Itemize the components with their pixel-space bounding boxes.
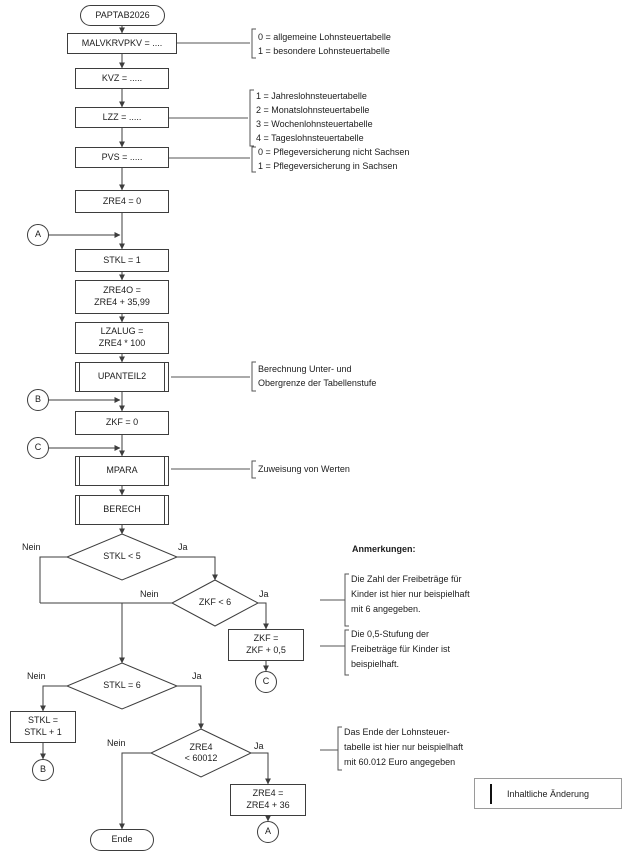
branch-label-no: Nein [107,738,126,748]
process-pvs: PVS = ..... [75,147,169,168]
legend-box: Inhaltliche Änderung [474,778,622,809]
annotation-line: 3 = Wochenlohnsteuertabelle [256,119,373,129]
predef-left-bar [79,457,80,485]
connector-b-in: B [27,389,49,411]
decision-stkl-eq-6-shape [65,662,179,710]
process-zkf-init: ZKF = 0 [75,411,169,435]
decision-zre4-lt-60012: ZRE4 < 60012 [184,741,218,763]
connector-c-in: C [27,437,49,459]
predef-right-bar [164,457,165,485]
annotation-line: 0 = allgemeine Lohnsteuertabelle [258,32,391,42]
notes-title: Anmerkungen: [352,544,416,554]
subroutine-upanteil2: UPANTEIL2 [75,362,169,392]
note-freibetraege-kinder: Die Zahl der Freibeträge für Kinder ist … [351,574,470,614]
start-terminator: PAPTAB2026 [80,5,165,26]
connector-a-in: A [27,224,49,246]
subroutine-berech: BERECH [75,495,169,525]
decision-diamonds [65,533,260,778]
branch-label-yes: Ja [192,671,202,681]
annotation-upanteil2: Berechnung Unter- und Obergrenze der Tab… [258,364,377,388]
branch-label-yes: Ja [254,741,264,751]
decision-stkl-lt-5-shape [65,533,179,581]
connector-b-out: B [32,759,54,781]
process-lzz: LZZ = ..... [75,107,169,128]
decision-stkl-lt-5: STKL < 5 [103,551,141,562]
annotation-mpara: Zuweisung von Werten [258,464,350,474]
decision-stkl-eq-6: STKL = 6 [103,680,141,691]
predef-left-bar [79,363,80,391]
predef-right-bar [164,363,165,391]
branch-label-no: Nein [140,589,159,599]
subroutine-mpara-label: MPARA [106,465,138,476]
process-zre4o: ZRE4O = ZRE4 + 35,99 [75,280,169,314]
branch-label-yes: Ja [178,542,188,552]
main-flow-lines [39,26,271,830]
process-lzalug: LZALUG = ZRE4 * 100 [75,322,169,354]
annotation-line: 1 = besondere Lohnsteuertabelle [258,46,390,56]
process-stkl-step: STKL = STKL + 1 [10,711,76,743]
annotation-line: 1 = Pflegeversicherung in Sachsen [258,161,398,171]
predef-right-bar [164,496,165,524]
annotation-line: 1 = Jahreslohnsteuertabelle [256,91,367,101]
decision-zre4-lt-60012-shape [149,728,253,778]
annotation-malvkrvpkv: 0 = allgemeine Lohnsteuertabelle 1 = bes… [258,30,391,58]
annotation-pvs: 0 = Pflegeversicherung nicht Sachsen 1 =… [258,145,409,173]
annotation-lzz: 1 = Jahreslohnsteuertabelle 2 = Monatslo… [256,89,373,145]
legend-label: Inhaltliche Änderung [506,788,590,799]
branch-label-no: Nein [22,542,41,552]
process-zkf-step: ZKF = ZKF + 0,5 [228,629,304,661]
process-kvz: KVZ = ..... [75,68,169,89]
process-zre4-step: ZRE4 = ZRE4 + 36 [230,784,306,816]
branch-label-no: Nein [27,671,46,681]
change-marker-bar [490,784,492,804]
subroutine-upanteil2-label: UPANTEIL2 [97,371,147,382]
annotation-line: 0 = Pflegeversicherung nicht Sachsen [258,147,410,157]
process-zre4-init: ZRE4 = 0 [75,190,169,213]
branch-label-yes: Ja [259,589,269,599]
annotation-brackets [169,28,349,771]
process-stkl-init: STKL = 1 [75,249,169,272]
annotation-line: 4 = Tageslohnsteuertabelle [256,133,364,143]
annotation-line: 2 = Monatslohnsteuertabelle [256,105,370,115]
subroutine-berech-label: BERECH [103,504,141,515]
subroutine-mpara: MPARA [75,456,169,486]
predef-left-bar [79,496,80,524]
connector-a-out: A [257,821,279,843]
decision-zkf-lt-6: ZKF < 6 [198,597,232,608]
end-terminator: Ende [90,829,154,851]
decision-zkf-lt-6-shape [170,579,260,627]
process-malvkrvpkv: MALVKRVPKV = .... [67,33,177,54]
connector-c-out: C [255,671,277,693]
note-tabellenende: Das Ende der Lohnsteuer- tabelle ist hie… [344,727,464,767]
note-stufung: Die 0,5-Stufung der Freibeträge für Kind… [351,629,451,669]
